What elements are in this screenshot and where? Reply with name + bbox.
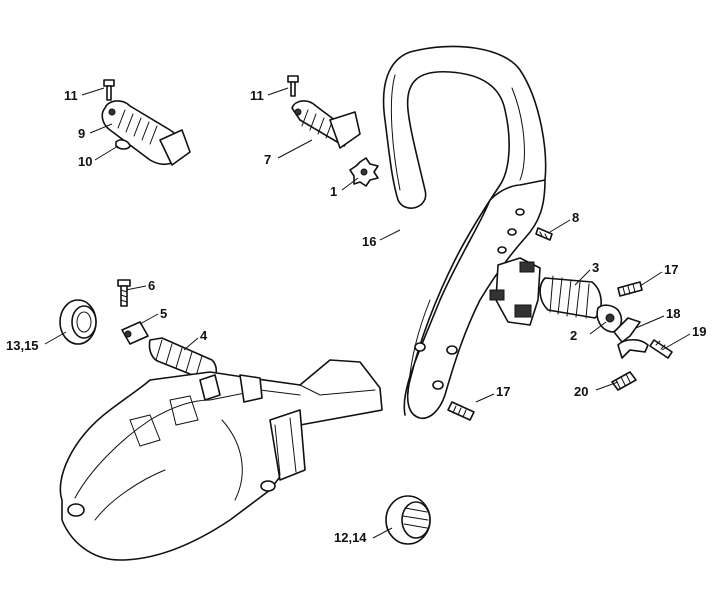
bushing-5 [121, 321, 149, 345]
label-4: 4 [200, 328, 208, 343]
label-7: 7 [264, 152, 271, 167]
label-12-14: 12,14 [334, 530, 367, 545]
label-17-bottom: 17 [496, 384, 510, 399]
star-washer-1 [349, 157, 379, 187]
label-8: 8 [572, 210, 579, 225]
label-2: 2 [570, 328, 577, 343]
label-10: 10 [78, 154, 92, 169]
label-19: 19 [692, 324, 706, 339]
label-11-left: 11 [64, 88, 78, 103]
screw-11-middle [287, 75, 299, 97]
housing [59, 359, 383, 561]
spring-7-assembly [291, 100, 361, 149]
lever-19 [617, 338, 649, 359]
screw-8 [535, 227, 553, 241]
label-9: 9 [78, 126, 85, 141]
screw-11-left [103, 79, 115, 101]
cap-13-15 [59, 299, 97, 345]
leader-lines [44, 87, 691, 539]
clip-18 [613, 317, 641, 343]
screw-10 [115, 139, 131, 150]
spring-9-assembly [101, 100, 191, 166]
screw-19 [649, 339, 673, 359]
screw-6 [117, 279, 131, 307]
label-6: 6 [148, 278, 155, 293]
spring-3 [539, 275, 602, 319]
label-1: 1 [330, 184, 337, 199]
label-20: 20 [574, 384, 588, 399]
label-17-top: 17 [664, 262, 678, 277]
screw-17-bottom [447, 401, 475, 421]
label-5: 5 [160, 306, 167, 321]
label-13-15: 13,15 [6, 338, 39, 353]
screw-17-top [617, 281, 643, 297]
label-16: 16 [362, 234, 376, 249]
label-3: 3 [592, 260, 599, 275]
label-11-middle: 11 [250, 88, 264, 103]
handle-bracket [489, 257, 541, 326]
buffer-2 [596, 304, 623, 333]
screw-20 [611, 371, 637, 391]
label-18: 18 [666, 306, 680, 321]
handle-bar [382, 45, 547, 420]
cap-12-14 [385, 495, 431, 545]
